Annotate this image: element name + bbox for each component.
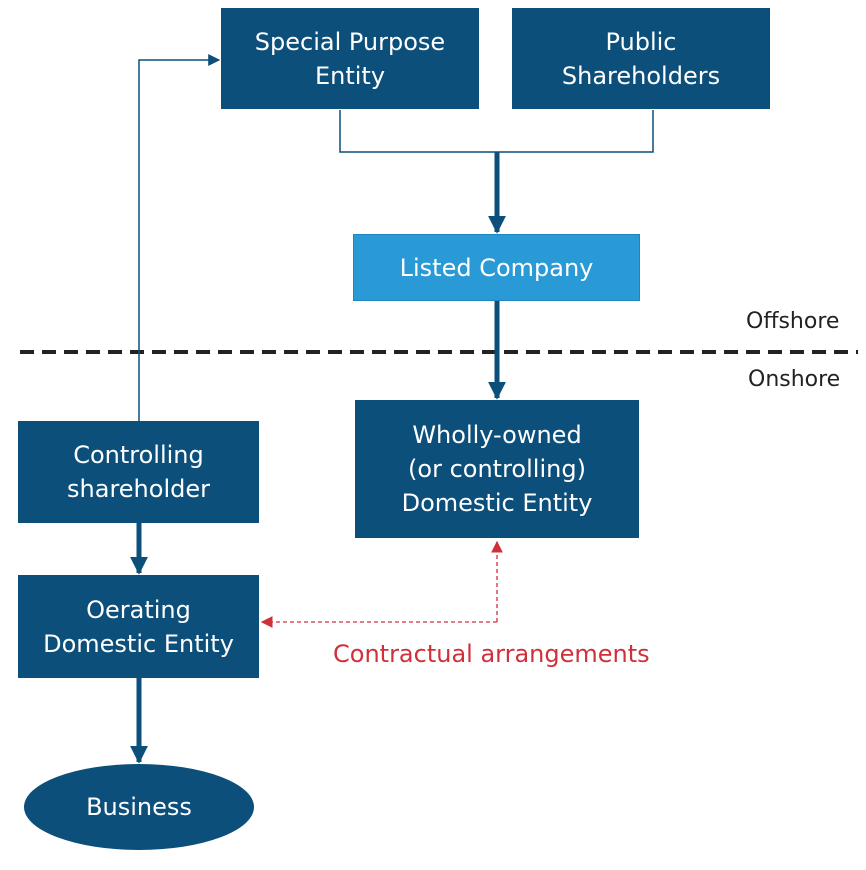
public-shareholders-box: Public Shareholders	[512, 8, 770, 109]
offshore-label: Offshore	[746, 309, 840, 334]
wholly-owned-domestic-entity-box: Wholly-owned (or controlling) Domestic E…	[355, 400, 639, 538]
listed-company-box: Listed Company	[353, 234, 640, 301]
controlling-shareholder-box: Controlling shareholder	[18, 421, 259, 523]
business-ellipse: Business	[24, 764, 254, 850]
arrow-controlling-shareholder-to-spe	[138, 54, 221, 421]
onshore-label: Onshore	[748, 367, 841, 392]
operating-domestic-entity-box: Oerating Domestic Entity	[18, 575, 259, 678]
special-purpose-entity-box: Special Purpose Entity	[221, 8, 479, 109]
ownership-bracket	[339, 110, 654, 153]
contractual-arrangements-label: Contractual arrangements	[333, 640, 650, 668]
